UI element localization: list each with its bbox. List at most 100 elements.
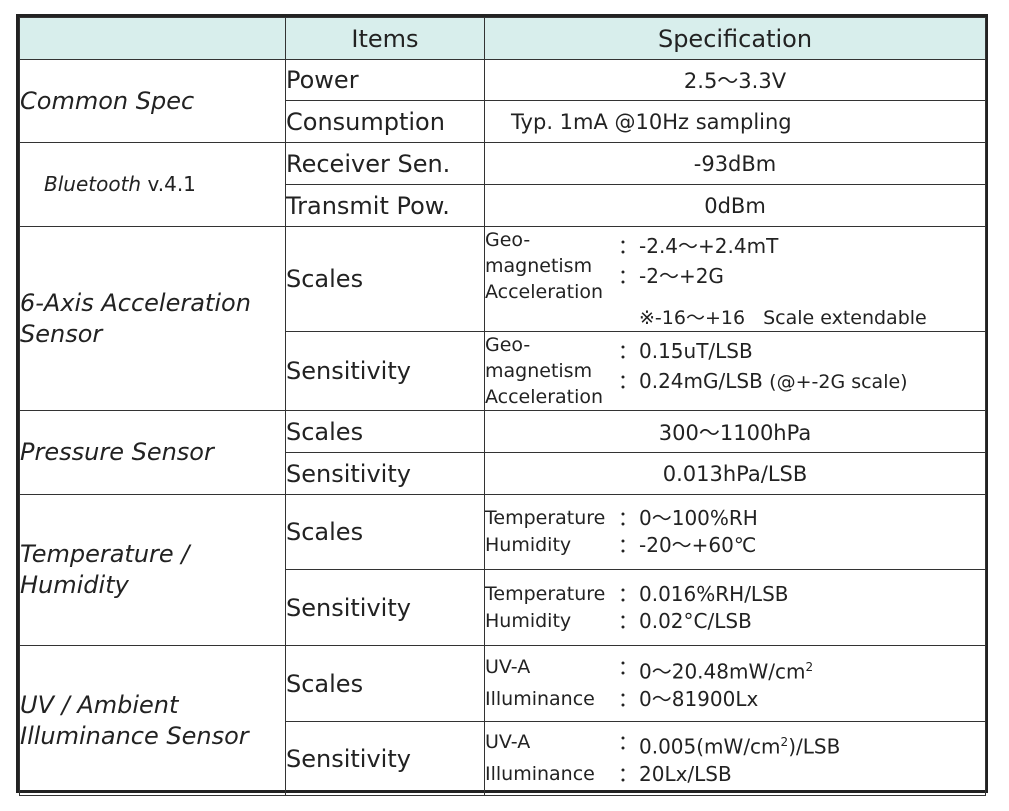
- value-uva-sens: 0.005(mW/cm2)/LSB: [639, 729, 985, 761]
- table-row: Sensitivity Temperature：0.016%RH/LSB Hum…: [20, 569, 986, 646]
- category-line-2: Sensor: [20, 319, 103, 348]
- table-row: Sensitivity 0.013hPa/LSB: [20, 452, 986, 495]
- category-line-1: UV / Ambient: [20, 690, 179, 719]
- header-items: Items: [285, 17, 485, 60]
- table-row: Sensitivity UV-A ：0.005(mW/cm2)/LSB Illum…: [20, 721, 986, 796]
- item-accel-sensitivity: Sensitivity: [285, 331, 485, 411]
- category-temperature-humidity: Temperature / Humidity: [19, 494, 286, 646]
- accel-scales-block: Geo- magnetism Acceleration ： ： -2.4～+2.…: [485, 228, 985, 306]
- bluetooth-version: v.4.1: [141, 172, 196, 196]
- label-geo: Geo-: [485, 229, 531, 251]
- colon: ：: [618, 686, 638, 711]
- table-row: Bluetooth v.4.1 Receiver Sen. -93dBm: [19, 142, 986, 227]
- colon: ：: [618, 730, 638, 755]
- temp-scales-block: Temperature：0～100%RH Humidity：-20～+60℃: [485, 505, 985, 559]
- colon: ：: [618, 264, 638, 288]
- colon: ：: [618, 234, 638, 258]
- label-acceleration: Acceleration: [485, 386, 604, 408]
- label-magnetism: magnetism: [485, 360, 593, 382]
- category-line-1: Temperature /: [20, 540, 190, 568]
- label-illuminance: Illuminance: [485, 687, 595, 710]
- label-humidity: Humidity: [485, 609, 572, 632]
- value-geo-scale: -2.4～+2.4mT: [639, 234, 779, 258]
- note-text: Scale extendable: [763, 307, 927, 329]
- colon: ：: [618, 608, 638, 633]
- accel-scales-labels: Geo- magnetism Acceleration: [485, 228, 618, 306]
- colon: ：: [618, 655, 638, 680]
- category-line-1: 6-Axis Acceleration: [20, 288, 251, 317]
- item-temp-sensitivity: Sensitivity: [285, 569, 485, 646]
- colon: ：: [618, 581, 638, 606]
- item-receiver-sen: Receiver Sen.: [285, 142, 485, 185]
- table-row: Common Spec Power 2.5～3.3V: [19, 59, 986, 143]
- spec-table: Items Specification Common Spec Power 2.…: [19, 17, 986, 796]
- accel-scales-colons: ： ：: [617, 228, 639, 306]
- accel-sens-labels: Geo- magnetism Acceleration: [485, 333, 618, 410]
- label-illuminance: Illuminance: [485, 762, 595, 785]
- label-humidity: Humidity: [485, 534, 572, 556]
- accel-scales-values: -2.4～+2.4mT -2～+2G: [639, 228, 985, 306]
- value-geo-sens: 0.15uT/LSB: [639, 339, 753, 363]
- label-uv-a: UV-A: [485, 656, 531, 679]
- value-illum-sens: 20Lx/LSB: [639, 761, 732, 786]
- value-uva-sens-post: )/LSB: [788, 734, 841, 759]
- item-consumption: Consumption: [285, 100, 485, 143]
- item-pressure-scales: Scales: [285, 410, 485, 453]
- value-pressure-sensitivity: 0.013hPa/LSB: [484, 452, 986, 495]
- value-power: 2.5～3.3V: [484, 59, 986, 101]
- item-uv-sensitivity: Sensitivity: [285, 721, 485, 796]
- item-temp-scales: Scales: [285, 494, 485, 570]
- item-accel-scales: Scales: [285, 226, 485, 332]
- value-uv-scales: UV-A ：0～20.48mW/cm2 Illuminance ：0～81900Lx: [484, 645, 986, 722]
- table-row: Sensitivity Geo- magnetism Acceleration …: [20, 331, 986, 411]
- value-uva-scale: 0～20.48mW/cm2: [639, 654, 985, 686]
- item-pressure-sensitivity: Sensitivity: [285, 452, 485, 495]
- value-uv-sensitivity: UV-A：0.005(mW/cm2)/LSB Illuminance：20Lx/…: [484, 721, 986, 796]
- value-accel-sens: 0.24mG/LSB (@+-2G scale): [639, 366, 985, 397]
- value-temp-sens: 0.016%RH/LSB: [639, 581, 789, 606]
- spec-table-frame: Items Specification Common Spec Power 2.…: [16, 14, 988, 796]
- value-consumption: Typ. 1mA @10Hz sampling: [484, 100, 986, 143]
- label-temperature: Temperature: [485, 507, 606, 529]
- category-line-2: Humidity: [20, 571, 129, 599]
- item-transmit-pow: Transmit Pow.: [285, 184, 485, 227]
- colon: ：: [618, 506, 638, 530]
- table-row: Temperature / Humidity Scales Temperature…: [19, 494, 986, 646]
- uv-scales-block: UV-A ：0～20.48mW/cm2 Illuminance ：0～81900Lx: [485, 654, 985, 713]
- value-accel-scale: -2～+2G: [639, 264, 724, 288]
- uv-sens-block: UV-A：0.005(mW/cm2)/LSB Illuminance：20Lx/…: [485, 729, 985, 788]
- colon: ：: [618, 339, 638, 363]
- value-hum-sens: 0.02°C/LSB: [639, 608, 752, 633]
- colon: ：: [618, 369, 638, 393]
- label-geo: Geo-: [485, 334, 531, 356]
- label-uv-a: UV-A: [485, 731, 531, 754]
- accel-sens-values: 0.15uT/LSB 0.24mG/LSB (@+-2G scale): [639, 333, 985, 410]
- bluetooth-name: Bluetooth: [44, 172, 142, 196]
- item-uv-scales: Scales: [285, 645, 485, 722]
- value-transmit-pow: 0dBm: [484, 184, 986, 227]
- superscript: 2: [805, 660, 814, 675]
- header-blank: [19, 17, 286, 60]
- value-temp-scale: 0～100%RH: [639, 506, 758, 530]
- label-magnetism: magnetism: [485, 255, 593, 277]
- value-receiver-sen: -93dBm: [484, 142, 986, 185]
- value-illum-scale: 0～81900Lx: [639, 686, 759, 711]
- category-common-spec: Common Spec: [19, 59, 286, 143]
- category-bluetooth: Bluetooth v.4.1: [19, 142, 286, 227]
- category-line-2: Illuminance Sensor: [20, 721, 249, 750]
- value-uva-sens-pre: 0.005(mW/cm: [639, 734, 781, 759]
- category-pressure-sensor: Pressure Sensor: [19, 410, 286, 495]
- table-row: Pressure Sensor Scales 300～1100hPa: [19, 410, 986, 495]
- value-accel-sens-number: 0.24mG/LSB: [639, 369, 763, 393]
- colon: ：: [618, 533, 638, 557]
- superscript: 2: [780, 735, 789, 750]
- value-pressure-scales: 300～1100hPa: [484, 410, 986, 453]
- value-accel-sens-note: (@+-2G scale): [769, 371, 908, 393]
- header-specification: Specification: [484, 17, 986, 60]
- table-row: Consumption Typ. 1mA @10Hz sampling: [20, 100, 986, 143]
